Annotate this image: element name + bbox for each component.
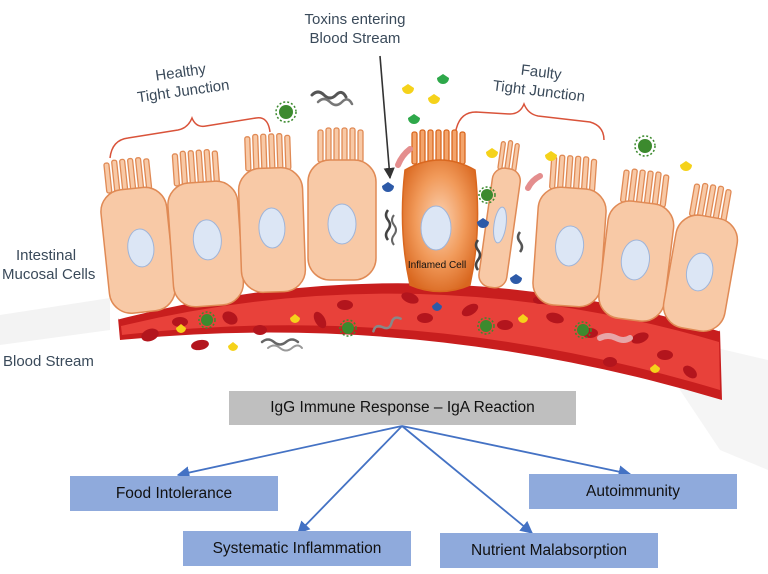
mucosal-label-line1: Intestinal [16, 247, 77, 264]
systematic-inflammation-box: Systematic Inflammation [183, 531, 411, 566]
antigen-icon [486, 148, 498, 158]
epithelial-cells: Inflamed Cell [100, 127, 739, 332]
toxins-label-line2: Blood Stream [309, 30, 401, 47]
red-blood-cell-icon [497, 320, 513, 330]
mucosal-cell [598, 168, 675, 322]
virus-icon [339, 319, 357, 337]
virus-icon [574, 321, 592, 339]
worm-icon [516, 231, 524, 253]
red-blood-cell-icon [172, 317, 188, 327]
red-blood-cell-icon [253, 325, 267, 335]
antigen-icon [518, 314, 528, 323]
mucosal-cell [167, 148, 245, 308]
autoimmunity-box: Autoimmunity [529, 474, 737, 509]
toxins-label: Toxins entering Blood Stream [280, 10, 430, 48]
red-blood-cell-icon [461, 303, 479, 317]
inflamed-cell-label: Inflamed Cell [408, 260, 466, 271]
faulty-bracket [455, 101, 605, 141]
bacteria-icon [597, 333, 633, 343]
mucosal-cell [662, 182, 739, 332]
worm-icon [260, 338, 300, 346]
worm-icon [391, 214, 397, 246]
bacteria-icon [525, 173, 543, 191]
red-blood-cell-icon [546, 312, 564, 324]
outcome-arrows [176, 425, 632, 534]
worm-icon [474, 239, 482, 271]
worms-in-vessel [260, 316, 633, 352]
antigen-icon [432, 302, 442, 311]
mucosal-cell [100, 157, 176, 314]
antigen-icon [477, 218, 489, 228]
red-blood-cell-icon [313, 311, 327, 329]
red-blood-cell-icon [337, 300, 353, 310]
arrow-to-systematic-inflammation [297, 425, 403, 534]
antigen-icon [510, 274, 522, 284]
mucosal-cell [237, 133, 307, 294]
virus-icon [275, 101, 297, 123]
toxins-arrow [379, 55, 395, 180]
worm-icon [316, 97, 354, 107]
red-blood-cell-icon [657, 350, 673, 360]
antigen-icon [437, 74, 449, 84]
antigen-icon [650, 364, 660, 373]
worm-icon [310, 90, 348, 100]
nutrient-malabsorption-box: Nutrient Malabsorption [440, 533, 658, 568]
bacteria-icon [395, 146, 413, 168]
toxin-particles [275, 74, 692, 284]
mucosal-cell [307, 127, 377, 281]
mucosal-label-line2: Mucosal Cells [2, 266, 96, 283]
antigen-icon [408, 114, 420, 124]
virus-icon [634, 135, 656, 157]
antigen-icon [545, 151, 557, 161]
vessel-particles [176, 302, 660, 373]
antigen-icon [290, 314, 300, 323]
red-blood-cell-icon [417, 313, 433, 323]
antigen-icon [680, 161, 692, 171]
red-blood-cell-icon [141, 328, 159, 342]
toxins-label-line1: Toxins entering [304, 11, 406, 28]
worm-icon [267, 344, 303, 352]
worm-icon [372, 316, 402, 333]
virus-icon [478, 186, 496, 204]
red-blood-cells [141, 292, 697, 379]
red-blood-cell-icon [191, 339, 209, 351]
arrow-to-nutrient-malabsorption [401, 425, 533, 534]
red-blood-cell-icon [401, 292, 419, 304]
damaged-cell [478, 140, 521, 289]
antigen-icon [228, 342, 238, 351]
antigen-icon [176, 324, 186, 333]
worm-icon [384, 209, 392, 241]
mucosal-cells-label: Intestinal Mucosal Cells [2, 246, 112, 284]
red-blood-cell-icon [603, 357, 617, 367]
antigen-icon [428, 94, 440, 104]
red-blood-cell-icon [683, 365, 697, 379]
mucosal-cell [532, 154, 607, 308]
background-plane [0, 298, 110, 345]
healthy-bracket [109, 115, 271, 159]
inflamed-cell: Inflamed Cell [401, 129, 479, 293]
blood-stream-label: Blood Stream [3, 353, 94, 370]
antigen-icon [382, 182, 394, 192]
red-blood-cell-icon [222, 311, 238, 325]
arrow-to-food-intolerance [176, 425, 403, 479]
virus-icon [198, 311, 216, 329]
arrow-to-autoimmunity [401, 425, 632, 478]
red-blood-cell-icon [631, 332, 649, 344]
antigen-icon [402, 84, 414, 94]
immune-response-box: IgG Immune Response – IgA Reaction [229, 391, 576, 425]
food-intolerance-box: Food Intolerance [70, 476, 278, 511]
virus-icon [477, 317, 495, 335]
